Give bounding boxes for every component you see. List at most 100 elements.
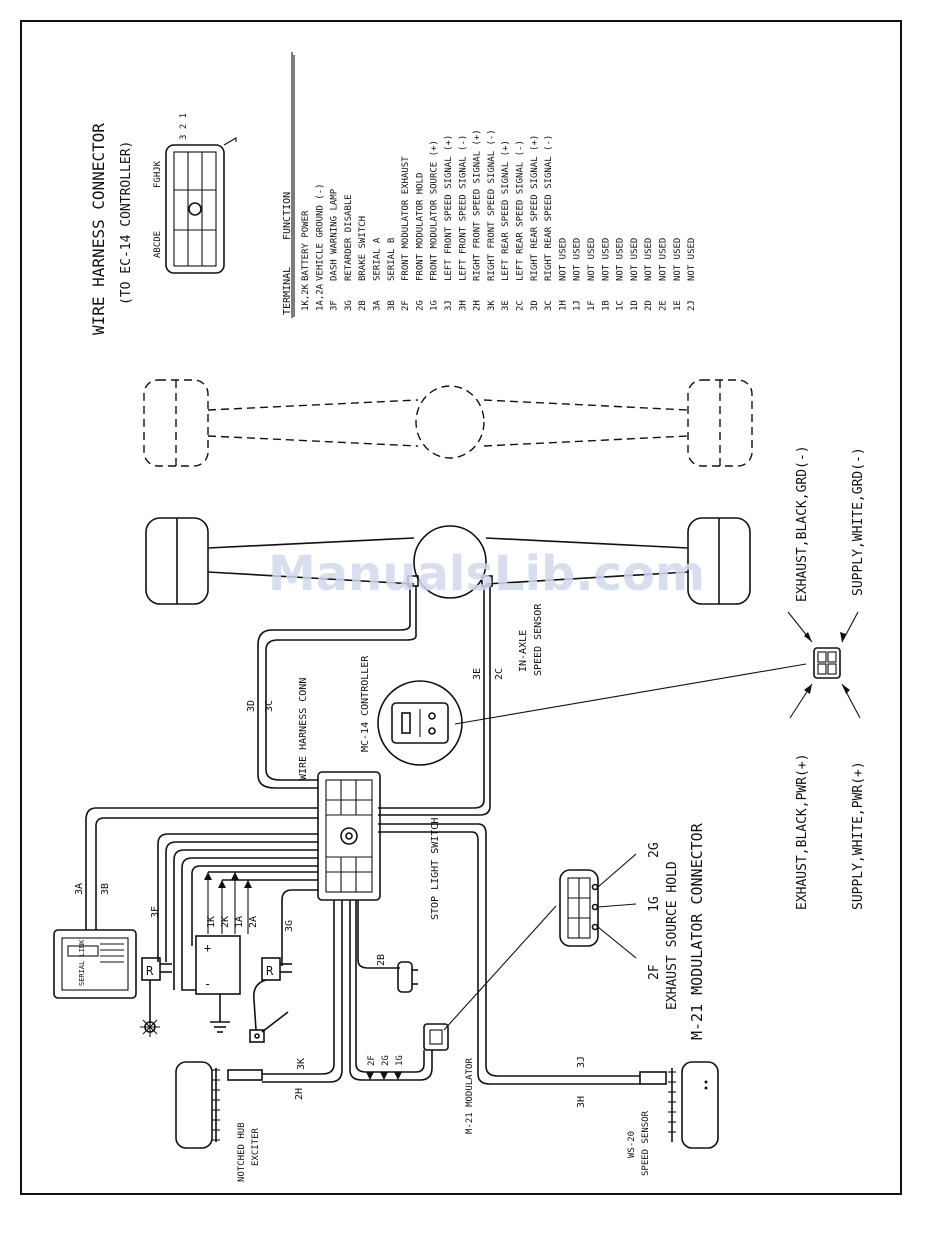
pin-label-2g: 2G xyxy=(647,842,662,858)
battery-plus: + xyxy=(204,941,211,955)
table-function-cell: LEFT FRONT SPEED SIGNAL (-) xyxy=(458,135,468,281)
battery xyxy=(195,935,241,995)
ws20-speed-sensor-icon xyxy=(639,1061,719,1149)
table-terminal-cell: 1J xyxy=(573,300,583,311)
wire-label-1k: 1K xyxy=(206,916,217,928)
wire-label-3f: 3F xyxy=(150,906,161,918)
table-terminal-cell: 3B xyxy=(387,300,397,311)
ws20-wire-3h xyxy=(378,831,640,1085)
wire-label-2b: 2B xyxy=(376,954,387,966)
notched-hub-exciter xyxy=(175,1061,263,1149)
table-function-cell: NOT USED xyxy=(659,238,669,281)
table-terminal-cell: 3J xyxy=(444,300,454,311)
pin-letters-left: ABCDE xyxy=(153,231,163,258)
wire-harness-conn-label: WIRE HARNESS CONN xyxy=(298,678,309,780)
polarity-connector-icon xyxy=(813,647,841,679)
exhaust-source-hold-label: EXHAUST SOURCE HOLD xyxy=(665,861,680,1010)
table-terminal-cell: 1E xyxy=(673,300,683,311)
table-terminal-cell: 3D xyxy=(530,300,540,311)
wire-label-2g: 2G xyxy=(381,1055,391,1066)
table-function-cell: LEFT REAR SPEED SIGNAL (-) xyxy=(516,140,526,281)
table-function-cell: BATTERY POWER xyxy=(301,210,311,281)
serial-link-device xyxy=(53,929,137,999)
table-terminal-cell: 2B xyxy=(358,300,368,311)
wire-label-1a: 1A xyxy=(234,916,245,928)
table-terminal-cell: 2C xyxy=(516,300,526,311)
table-terminal-cell: 3H xyxy=(458,300,468,311)
supply-pwr-label: SUPPLY,WHITE,PWR(+) xyxy=(851,761,866,910)
wire-label-3c: 3C xyxy=(264,700,275,712)
wire-label-3b: 3B xyxy=(100,883,111,895)
ec14-connector-icon xyxy=(165,137,237,274)
table-terminal-cell: 2F xyxy=(401,300,411,311)
table-terminal-cell: 3E xyxy=(501,300,511,311)
table-function-cell: RIGHT FRONT SPEED SIGNAL (-) xyxy=(487,129,497,281)
modulator-pointer-line xyxy=(443,905,557,1031)
m21-modulator-connector xyxy=(559,853,637,959)
rear-axle-dashed xyxy=(143,379,753,467)
table-function-cell: SERIAL A xyxy=(373,237,383,281)
table-function-cell: BRAKE SWITCH xyxy=(358,216,368,281)
table-function-cell: LEFT FRONT SPEED SIGNAL (+) xyxy=(444,135,454,281)
relay-1 xyxy=(141,957,172,981)
table-terminal-cell: 2D xyxy=(644,300,654,311)
ws20-label: WS-20 xyxy=(627,1131,637,1158)
col-function-header: FUNCTION xyxy=(282,192,293,240)
col-terminal-header: TERMINAL xyxy=(282,267,293,315)
table-function-cell: NOT USED xyxy=(601,238,611,281)
table-function-cell: FRONT MODULATOR HOLD xyxy=(415,173,425,281)
serial-link-label: SERIAL LINK xyxy=(78,939,86,986)
connector-subtitle: (TO EC-14 CONTROLLER) xyxy=(119,141,134,305)
m21-modulator-label: M-21 MODULATOR xyxy=(465,1058,475,1134)
table-function-cell: FRONT MODULATOR SOURCE (+) xyxy=(430,140,440,281)
table-function-cell: NOT USED xyxy=(573,238,583,281)
wire-label-2c: 2C xyxy=(494,668,505,680)
relay-2 xyxy=(261,957,292,981)
table-function-cell: RIGHT REAR SPEED SIGNAL (-) xyxy=(544,135,554,281)
wire-label-2h: 2H xyxy=(294,1088,305,1100)
wire-label-3j: 3J xyxy=(576,1056,587,1068)
exhaust-pwr-label: EXHAUST,BLACK,PWR(+) xyxy=(795,753,810,910)
wire-2h-3k xyxy=(262,900,335,1075)
modulator-wires xyxy=(349,900,433,1081)
modulator-wires-b xyxy=(355,900,425,1073)
stop-light-switch-icon xyxy=(397,961,418,993)
retarder-switch-wire xyxy=(252,979,267,1031)
page-frame xyxy=(20,20,902,1195)
exciter-label: EXCITER xyxy=(251,1127,261,1166)
table-function-cell: NOT USED xyxy=(644,238,654,281)
table-function-cell: NOT USED xyxy=(630,238,640,281)
pin-rows: 3 2 1 xyxy=(179,113,189,140)
in-axle-label: IN-AXLE xyxy=(518,630,529,672)
front-axle xyxy=(145,517,751,605)
exhaust-grd-label: EXHAUST,BLACK,GRD(-) xyxy=(795,445,810,602)
serial-wire-3a xyxy=(85,807,318,930)
wire-label-3a: 3A xyxy=(74,883,85,895)
table-function-cell: NOT USED xyxy=(687,238,697,281)
table-function-cell: RIGHT FRONT SPEED SIGNAL (+) xyxy=(473,129,483,281)
table-terminal-cell: 3F xyxy=(330,300,340,311)
table-terminal-cell: 3K xyxy=(487,300,497,311)
ws20-speed-sensor-label: SPEED SENSOR xyxy=(641,1110,651,1176)
table-function-cell: FRONT MODULATOR EXHAUST xyxy=(401,156,411,281)
table-function-cell: LEFT REAR SPEED SIGNAL (+) xyxy=(501,140,511,281)
table-function-cell: DASH WARNING LAMP xyxy=(330,188,340,281)
mc14-pointer-line xyxy=(454,663,807,725)
battery-minus: - xyxy=(204,977,211,991)
wire-label-2f: 2F xyxy=(367,1055,377,1066)
wire-label-3h: 3H xyxy=(576,1096,587,1108)
mc14-controller xyxy=(377,680,463,766)
stop-light-switch-label: STOP LIGHT SWITCH xyxy=(430,818,441,920)
in-axle-speed-sensor-label: SPEED SENSOR xyxy=(533,603,544,676)
table-function-cell: NOT USED xyxy=(673,238,683,281)
table-terminal-cell: 2G xyxy=(415,300,425,311)
table-function-cell: NOT USED xyxy=(616,238,626,281)
retarder-switch-icon xyxy=(249,1011,289,1043)
notched-hub-label: NOTCHED HUB xyxy=(237,1122,247,1182)
relay-2-label: R xyxy=(266,964,274,978)
table-terminal-cell: 1G xyxy=(430,300,440,311)
table-terminal-cell: 1C xyxy=(616,300,626,311)
pin-letters-right: FGHJK xyxy=(153,160,163,188)
wire-label-2k: 2K xyxy=(220,916,231,928)
